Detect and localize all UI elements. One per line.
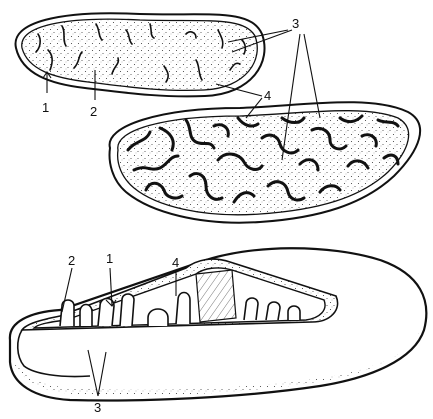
callout-1-top: 1 xyxy=(42,100,49,115)
top-mitochondrion-section xyxy=(16,13,265,96)
cutaway-hatched-wall xyxy=(196,270,236,322)
callout-1-bottom: 1 xyxy=(106,251,113,266)
callout-3-top: 3 xyxy=(292,16,299,31)
callout-4-bottom: 4 xyxy=(172,255,179,270)
callout-2-bottom: 2 xyxy=(68,253,75,268)
callout-4-middle: 4 xyxy=(264,88,271,103)
top-matrix xyxy=(22,19,258,90)
middle-mitochondrion-section xyxy=(110,102,421,222)
callout-2-top: 2 xyxy=(90,104,97,119)
cutaway-mitochondrion xyxy=(10,248,426,400)
callout-3-bottom: 3 xyxy=(94,400,101,415)
